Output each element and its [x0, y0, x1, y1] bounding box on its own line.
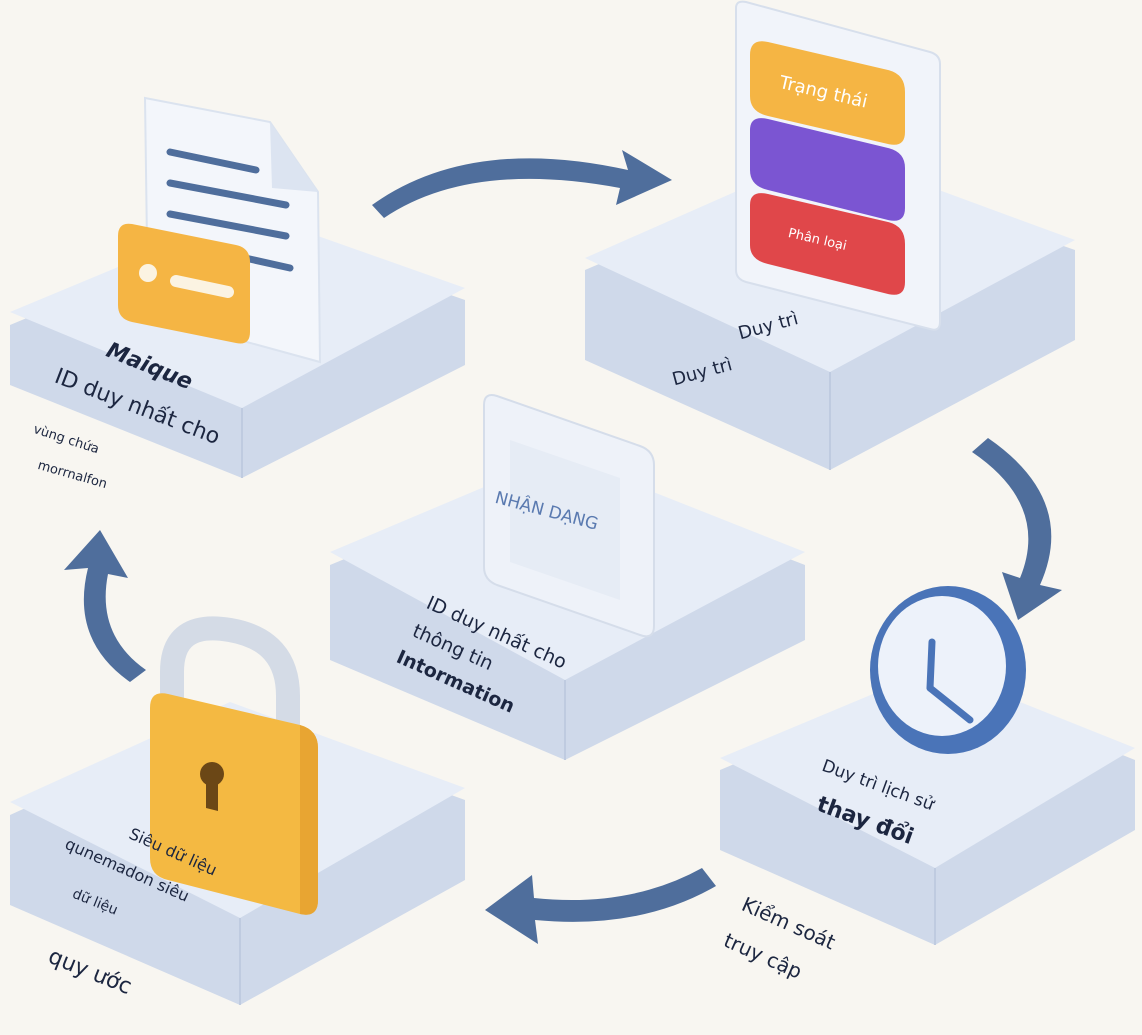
- clock-icon: [870, 586, 1026, 754]
- arrow-top-icon: [372, 150, 672, 218]
- padlock-icon: [150, 616, 318, 915]
- tag-panel-icon: [735, 0, 941, 331]
- arrow-left-icon: [64, 530, 146, 682]
- arrow-right-icon: [972, 438, 1062, 620]
- platform-history: [720, 668, 1135, 945]
- arrow-bottom-icon: [485, 868, 716, 944]
- identity-card-icon: [483, 394, 655, 638]
- id-card-icon: [118, 223, 250, 344]
